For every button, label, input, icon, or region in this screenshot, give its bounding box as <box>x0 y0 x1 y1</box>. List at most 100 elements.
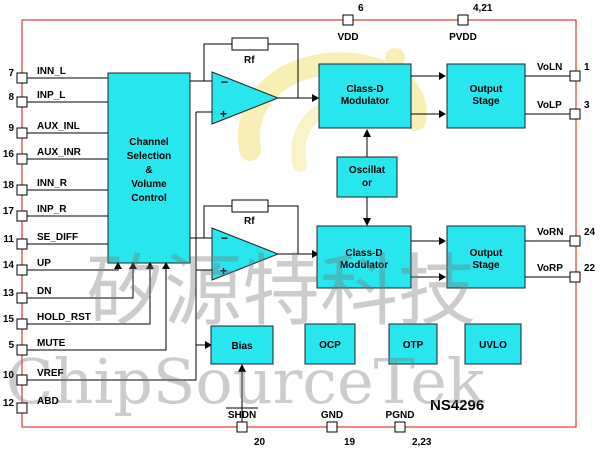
right-pin-1 <box>569 70 581 82</box>
package-outline <box>21 19 577 428</box>
right-pin-number: 24 <box>584 227 596 238</box>
left-pin-number: 9 <box>8 123 14 134</box>
left-pin-number: 14 <box>3 260 15 271</box>
otp-block <box>388 323 438 365</box>
right-pin-label: VoRP <box>537 263 563 274</box>
opamp-top: − + <box>211 71 280 125</box>
top-pin-6 <box>342 14 354 26</box>
output-stage-top <box>446 63 526 129</box>
bottom-pin-19 <box>326 421 338 433</box>
left-pin-8 <box>16 96 28 108</box>
left-pin-12 <box>16 402 28 414</box>
uvlo-block <box>464 323 522 365</box>
svg-text:Rf: Rf <box>244 216 255 227</box>
output-bottom-label-1: Output <box>470 248 503 259</box>
left-pin-16 <box>16 153 28 165</box>
oscillator-block <box>336 156 398 198</box>
oscillator-label-2: or <box>362 178 372 189</box>
left-pin-number: 18 <box>3 180 15 191</box>
vref-wire <box>30 112 212 381</box>
left-pin-label: ABD <box>37 396 59 407</box>
left-pin-label: AUX_INL <box>37 121 80 132</box>
left-pin-label: DN <box>37 286 51 297</box>
shdn-wire <box>238 364 246 426</box>
bottom-pin-20 <box>236 421 248 433</box>
feedback-bottom: Rf <box>190 199 319 271</box>
left-pin-13 <box>16 292 28 304</box>
left-pin-number: 12 <box>3 398 15 409</box>
left-pin-label: AUX_INR <box>37 147 82 158</box>
bottom-pin-number: 19 <box>344 437 356 448</box>
class-d-modulator-bottom <box>316 225 412 289</box>
bottom-pin-number: 2,23 <box>412 437 432 448</box>
channel-selection-block <box>107 72 191 264</box>
bottom-pin-label: PGND <box>386 410 415 421</box>
right-pin-number: 1 <box>584 62 590 73</box>
watermark-english: ChipSourceTek <box>6 345 485 418</box>
part-number: NS4296 <box>430 397 484 414</box>
class-d-bottom-label-1: Class-D <box>345 248 382 259</box>
left-pin-label: UP <box>37 258 51 269</box>
right-pin-label: VoRN <box>537 227 563 238</box>
bias-block <box>210 325 274 365</box>
uvlo-label: UVLO <box>479 340 507 351</box>
left-pin-number: 5 <box>8 340 14 351</box>
class-d-top-label-2: Modulator <box>341 96 389 107</box>
right-pin-number: 3 <box>584 100 590 111</box>
left-pin-number: 13 <box>3 288 15 299</box>
bottom-pin-label: SHDN <box>228 410 256 421</box>
left-pin-label: INN_R <box>37 178 68 189</box>
left-pin-label: HOLD_RST <box>37 312 91 323</box>
otp-label: OTP <box>403 340 424 351</box>
output-bottom-label-2: Stage <box>472 260 500 271</box>
feedback-top: Rf <box>190 37 319 113</box>
ocp-block <box>304 323 356 365</box>
left-pin-number: 17 <box>3 206 15 217</box>
bottom-pin-label: GND <box>321 410 343 421</box>
left-pin-number: 11 <box>3 234 14 245</box>
svg-text:&: & <box>145 165 152 176</box>
left-pin-number: 10 <box>3 370 15 381</box>
svg-text:Selection: Selection <box>127 151 171 162</box>
svg-text:Volume: Volume <box>131 179 167 190</box>
left-pin-18 <box>16 184 28 196</box>
right-pin-24 <box>569 235 581 247</box>
svg-text:−: − <box>221 231 228 245</box>
left-pin-15 <box>16 318 28 330</box>
output-stage-bottom <box>446 225 526 289</box>
left-pin-17 <box>16 210 28 222</box>
right-pin-label: VoLN <box>537 62 562 73</box>
left-pin-label: MUTE <box>37 338 66 349</box>
left-pin-label: INP_R <box>37 204 67 215</box>
bottom-pin-2,23 <box>394 421 406 433</box>
top-pin-number: 6 <box>358 3 364 14</box>
class-d-bottom-label-2: Modulator <box>340 260 388 271</box>
svg-text:Control: Control <box>131 193 167 204</box>
top-pin-label: VDD <box>337 32 358 43</box>
svg-text:−: − <box>221 75 228 89</box>
left-pin-number: 7 <box>8 68 14 79</box>
class-d-modulator-top <box>318 63 412 129</box>
class-d-top-label-1: Class-D <box>346 84 383 95</box>
right-pin-3 <box>569 108 581 120</box>
top-pin-4,21 <box>457 14 469 26</box>
top-pin-label: PVDD <box>449 32 477 43</box>
left-pin-7 <box>16 72 28 84</box>
left-pin-10 <box>16 374 28 386</box>
oscillator-arrows <box>363 129 371 226</box>
left-pin-label: INN_L <box>37 66 66 77</box>
bottom-pin-number: 20 <box>254 437 266 448</box>
top-pin-number: 4,21 <box>473 3 493 14</box>
svg-text:Rf: Rf <box>244 55 255 66</box>
right-pin-number: 22 <box>584 263 596 274</box>
left-pin-label: SE_DIFF <box>37 232 78 243</box>
control-arrows <box>30 262 170 351</box>
output-top-label-1: Output <box>470 84 503 95</box>
svg-text:Channel: Channel <box>129 137 169 148</box>
left-pin-11 <box>16 238 28 250</box>
left-pin-14 <box>16 264 28 276</box>
left-pin-9 <box>16 127 28 139</box>
left-pin-label: INP_L <box>37 90 65 101</box>
